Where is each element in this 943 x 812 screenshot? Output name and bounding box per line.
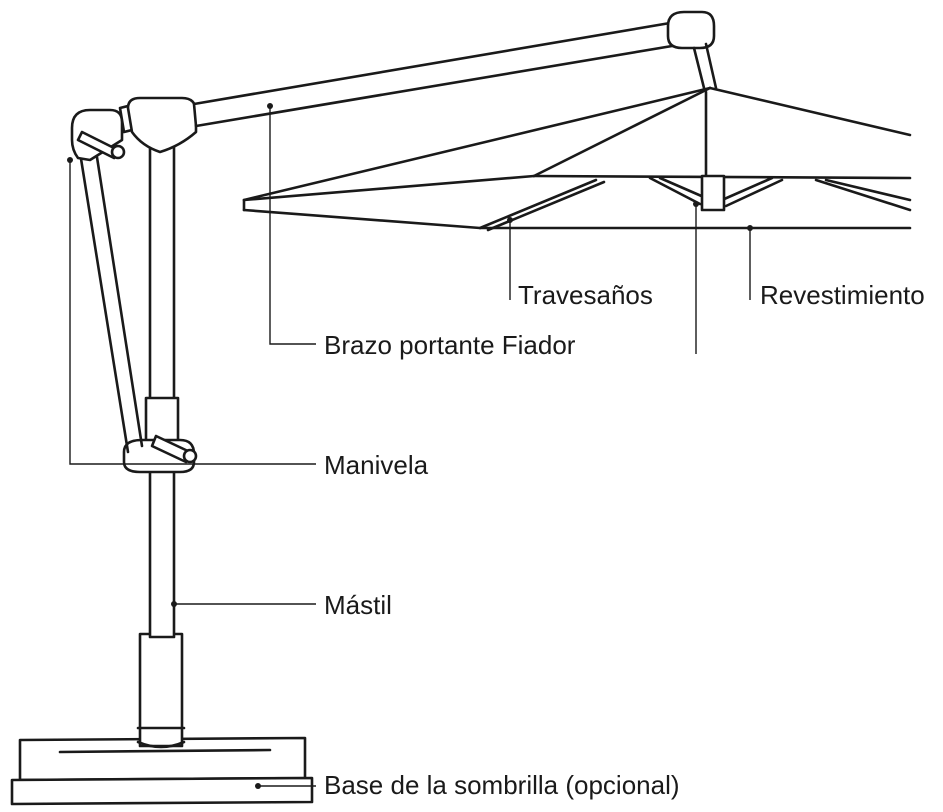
support-arm bbox=[192, 20, 686, 128]
canopy bbox=[242, 86, 912, 230]
arm-end-joint bbox=[666, 10, 718, 90]
umbrella-base bbox=[10, 736, 314, 806]
label-brazo-fiador: Brazo portante Fiador bbox=[324, 330, 576, 360]
upper-joint bbox=[70, 96, 198, 162]
label-base: Base de la sombrilla (opcional) bbox=[324, 770, 680, 800]
label-revestimiento: Revestimiento bbox=[760, 280, 925, 310]
ribs bbox=[478, 174, 912, 232]
label-manivela: Manivela bbox=[324, 450, 429, 480]
crank bbox=[122, 434, 198, 474]
label-travesanos: Travesaños bbox=[518, 280, 653, 310]
label-mastil: Mástil bbox=[324, 590, 392, 620]
leader-lines bbox=[67, 103, 753, 789]
strut bbox=[76, 136, 144, 454]
